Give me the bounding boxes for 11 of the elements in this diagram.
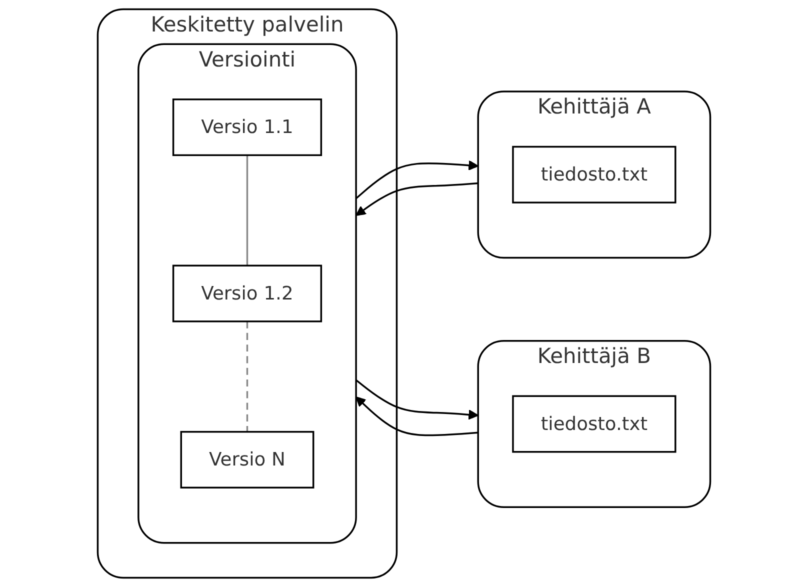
node-box: tiedosto.txt xyxy=(512,395,676,453)
arrow xyxy=(355,160,479,200)
node-box: Versio 1.1 xyxy=(172,98,322,156)
arrow xyxy=(356,379,479,420)
connector xyxy=(246,155,248,266)
connector xyxy=(246,321,248,432)
node-box: tiedosto.txt xyxy=(512,146,676,204)
arrow xyxy=(356,182,478,216)
arrow xyxy=(356,396,478,436)
node-box: Versio N xyxy=(180,430,314,488)
node-box: Versio 1.2 xyxy=(172,264,322,322)
